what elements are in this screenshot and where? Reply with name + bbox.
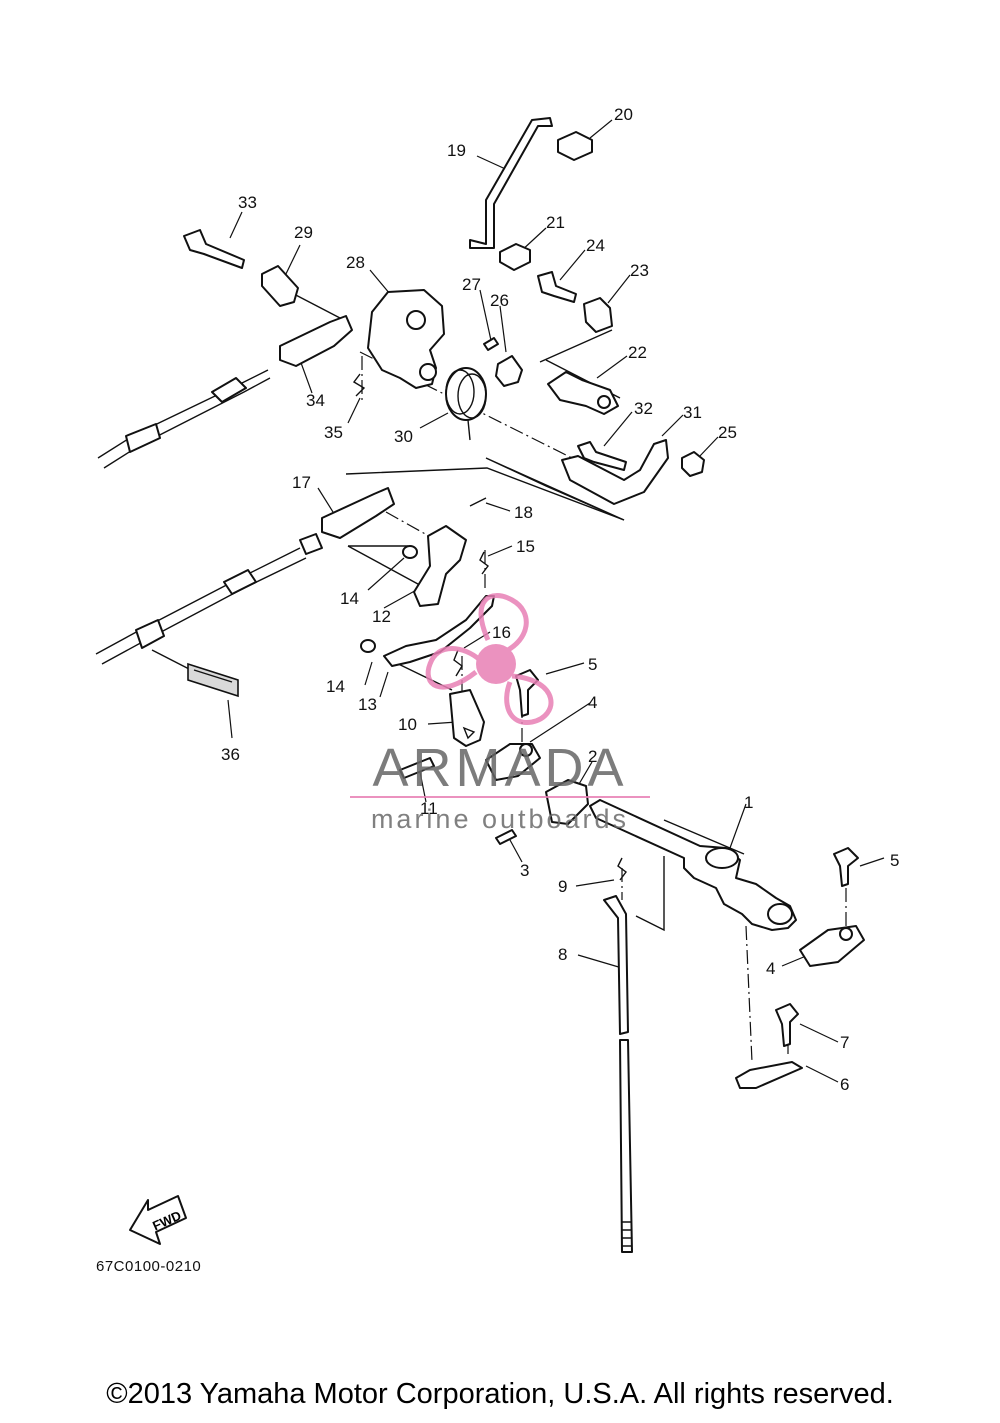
- diagram-code: 67C0100-0210: [96, 1258, 202, 1275]
- part-17-cable-end: [321, 487, 395, 539]
- part-19-rod: [469, 117, 553, 249]
- part-24-bolt: [537, 271, 577, 303]
- callout-4a: 4: [588, 693, 597, 712]
- part-20-clip: [557, 131, 593, 161]
- part-18-pin: [469, 497, 487, 507]
- callout-24: 24: [586, 236, 605, 255]
- callout-5b: 5: [890, 851, 899, 870]
- part-4-clamp-lower: [799, 925, 865, 967]
- cable-top: [97, 369, 269, 459]
- part-8-rod: [603, 895, 629, 1035]
- propeller-logo-icon: [425, 593, 554, 725]
- callout-35: 35: [324, 423, 343, 442]
- armada-watermark: ARMADA marine outboards: [350, 593, 650, 834]
- callout-28: 28: [346, 253, 365, 272]
- callout-19: 19: [447, 141, 466, 160]
- fwd-arrow-icon: [129, 1195, 187, 1245]
- part-31-bracket: [561, 439, 669, 505]
- leader-lines: [151, 119, 885, 1083]
- callout-22: 22: [628, 343, 647, 362]
- part-21-clip: [499, 243, 531, 271]
- callout-14b: 14: [326, 677, 345, 696]
- part-26-collar: [495, 355, 523, 387]
- part-12-lever: [413, 525, 467, 607]
- part-33-bolt: [183, 229, 245, 269]
- callout-15: 15: [516, 537, 535, 556]
- callout-23: 23: [630, 261, 649, 280]
- callout-9: 9: [558, 877, 567, 896]
- part-16-pin: [453, 649, 463, 677]
- callout-20: 20: [614, 105, 633, 124]
- callout-17: 17: [292, 473, 311, 492]
- part-3-pin: [495, 829, 517, 845]
- callout-34: 34: [306, 391, 325, 410]
- callout-18: 18: [514, 503, 533, 522]
- cable-middle: [95, 547, 301, 655]
- part-14-washer-b: [360, 639, 376, 653]
- callout-30: 30: [394, 427, 413, 446]
- part-2-clamp: [545, 779, 589, 825]
- part-9-pin: [617, 857, 627, 881]
- callout-13: 13: [358, 695, 377, 714]
- callout-3: 3: [520, 861, 529, 880]
- callout-31: 31: [683, 403, 702, 422]
- callout-16: 16: [492, 623, 511, 642]
- callout-26: 26: [490, 291, 509, 310]
- callout-4b: 4: [766, 959, 775, 978]
- callout-32: 32: [634, 399, 653, 418]
- callout-10: 10: [398, 715, 417, 734]
- part-30-spring: [445, 367, 487, 441]
- callout-11: 11: [420, 799, 438, 818]
- part-29-collar: [261, 265, 299, 307]
- part-23-collar: [583, 297, 613, 333]
- callout-29: 29: [294, 223, 313, 242]
- watermark-tagline: marine outboards: [371, 804, 629, 834]
- part-15-pin: [479, 551, 489, 575]
- part-36-decal: [187, 662, 239, 698]
- callout-12: 12: [372, 607, 391, 626]
- part-10-lever: [449, 689, 485, 747]
- watermark-divider: [350, 796, 650, 798]
- part-13-link: [383, 595, 495, 667]
- callout-6: 6: [840, 1075, 849, 1094]
- part-35-clip: [352, 373, 366, 397]
- part-27-pin: [483, 337, 499, 351]
- callout-2: 2: [588, 747, 597, 766]
- callout-14a: 14: [340, 589, 359, 608]
- callout-1: 1: [744, 793, 753, 812]
- callout-36: 36: [221, 745, 240, 764]
- part-14-washer-a: [402, 545, 418, 559]
- lower-assembly: [129, 799, 865, 1253]
- callout-5a: 5: [588, 655, 597, 674]
- part-6-plate: [735, 1061, 803, 1089]
- callout-8: 8: [558, 945, 567, 964]
- middle-assembly: [95, 487, 589, 845]
- part-32-bolt: [577, 441, 627, 471]
- callout-27: 27: [462, 275, 481, 294]
- part-11-pin: [399, 757, 435, 779]
- part-25-nut: [681, 451, 705, 477]
- callout-33: 33: [238, 193, 257, 212]
- callout-labels: 33 29 28 27 26 19 20 21 24 23 22 32 31 2…: [221, 105, 899, 1094]
- callout-7: 7: [840, 1033, 849, 1052]
- callout-21: 21: [546, 213, 565, 232]
- copyright-notice: ©2013 Yamaha Motor Corporation, U.S.A. A…: [106, 1378, 894, 1410]
- top-assembly: [97, 117, 705, 505]
- part-34-cable-end: [279, 315, 353, 367]
- watermark-brand: ARMADA: [372, 738, 627, 798]
- callout-25: 25: [718, 423, 737, 442]
- part-5-bolt-lower: [833, 847, 859, 887]
- part-7-bolt: [775, 1003, 799, 1047]
